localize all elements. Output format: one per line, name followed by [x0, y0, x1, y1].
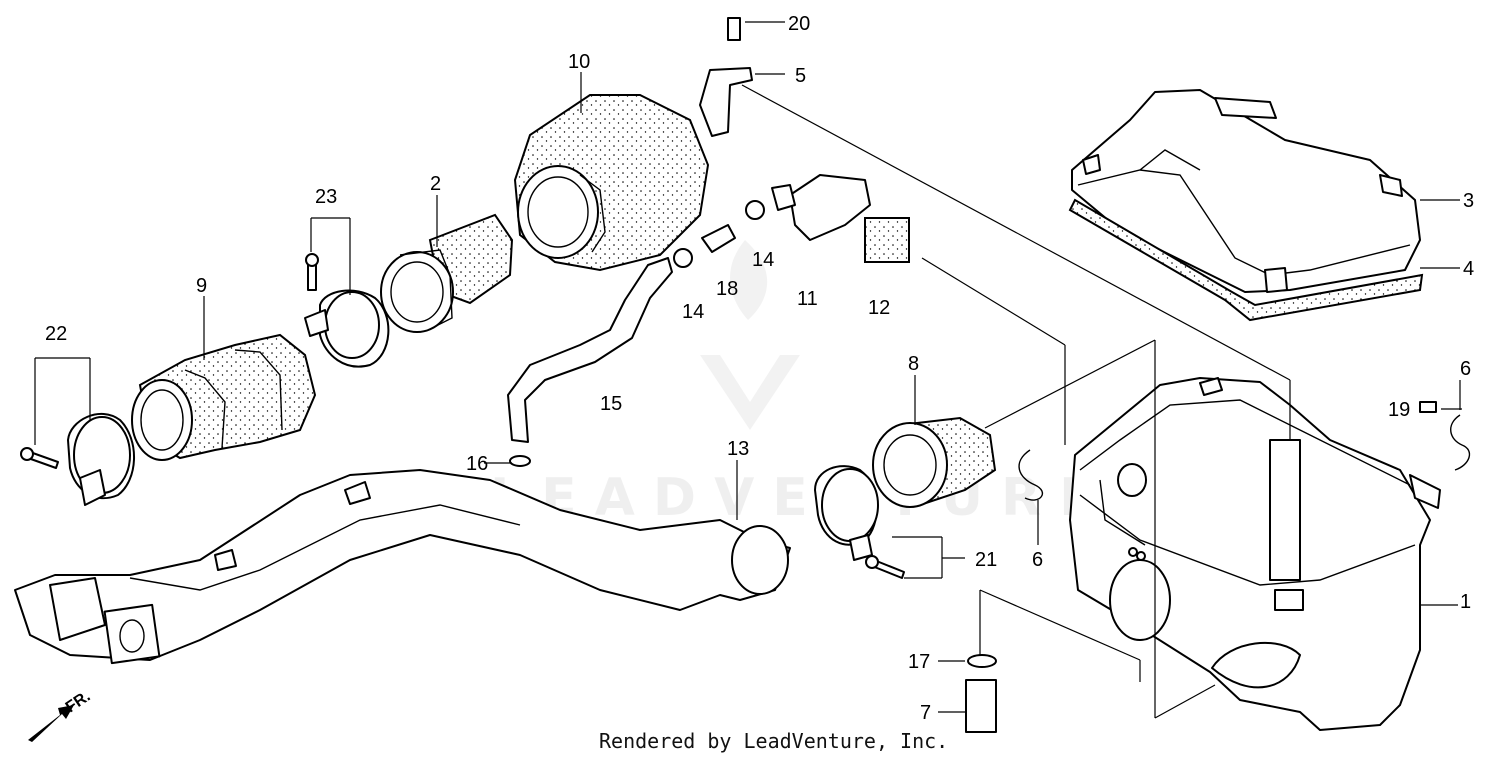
washer-17: [967, 654, 997, 668]
bracket: [699, 67, 753, 137]
callout-8: 8: [908, 353, 919, 375]
bolt-20: [727, 17, 741, 41]
callout-6-right: 6: [1460, 358, 1471, 380]
air-cleaner-case: [1069, 377, 1441, 731]
callout-22: 22: [45, 323, 67, 345]
callout-1: 1: [1460, 591, 1471, 613]
clamp-22: [67, 413, 135, 506]
watermark-logo: [700, 240, 800, 430]
screw-21-head: [865, 555, 879, 569]
callout-2: 2: [430, 173, 441, 195]
hose-clamp-6-left: [1018, 449, 1044, 501]
screw-23-head: [305, 253, 319, 267]
callout-10: 10: [568, 51, 590, 73]
air-cleaner-cover: [1071, 89, 1421, 293]
intake-tube: [131, 333, 317, 461]
callout-20: 20: [788, 13, 810, 35]
callout-14-right: 14: [752, 249, 774, 271]
callout-15: 15: [600, 393, 622, 415]
callout-3: 3: [1463, 190, 1474, 212]
front-arrow-icon: [28, 705, 74, 742]
breather-hose: [507, 257, 673, 443]
callout-11: 11: [797, 288, 818, 310]
breather-fitting: [701, 224, 736, 253]
clip-14-left: [673, 248, 693, 268]
footer-credit: Rendered by LeadVenture, Inc.: [599, 729, 948, 753]
callout-12: 12: [868, 297, 890, 319]
drain-tube-7: [965, 679, 997, 733]
breather-housing: [771, 174, 871, 241]
screw-22-head: [20, 447, 34, 461]
cover-seal: [1068, 198, 1424, 322]
air-intake-duct: [14, 469, 791, 665]
breather-pad: [864, 217, 910, 263]
connecting-boot: [872, 416, 997, 508]
callout-21: 21: [975, 549, 997, 571]
callout-17: 17: [908, 651, 930, 673]
callout-6-left: 6: [1032, 549, 1043, 571]
callout-9: 9: [196, 275, 207, 297]
callout-7: 7: [920, 702, 931, 724]
filter-holder: [380, 213, 514, 333]
clamp-23: [304, 289, 390, 368]
callout-14-left: 14: [682, 301, 704, 323]
callout-13: 13: [727, 438, 749, 460]
hose-clamp-6-right: [1450, 414, 1471, 471]
clamp-21: [814, 465, 879, 561]
leader-lines: [34, 21, 1462, 719]
clip-14-right: [745, 200, 765, 220]
hose-clip-16: [509, 455, 531, 467]
filter-element: [513, 94, 710, 272]
callout-16: 16: [466, 453, 488, 475]
callout-18: 18: [716, 278, 738, 300]
callouts: 1 2 3 4 5 6 6 7 8 9 10 11 12 13 14 14 15…: [45, 13, 1474, 724]
callout-19: 19: [1388, 399, 1410, 421]
callout-23: 23: [315, 186, 337, 208]
callout-5: 5: [795, 65, 806, 87]
callout-4: 4: [1463, 258, 1474, 280]
bolt-19: [1419, 401, 1437, 413]
